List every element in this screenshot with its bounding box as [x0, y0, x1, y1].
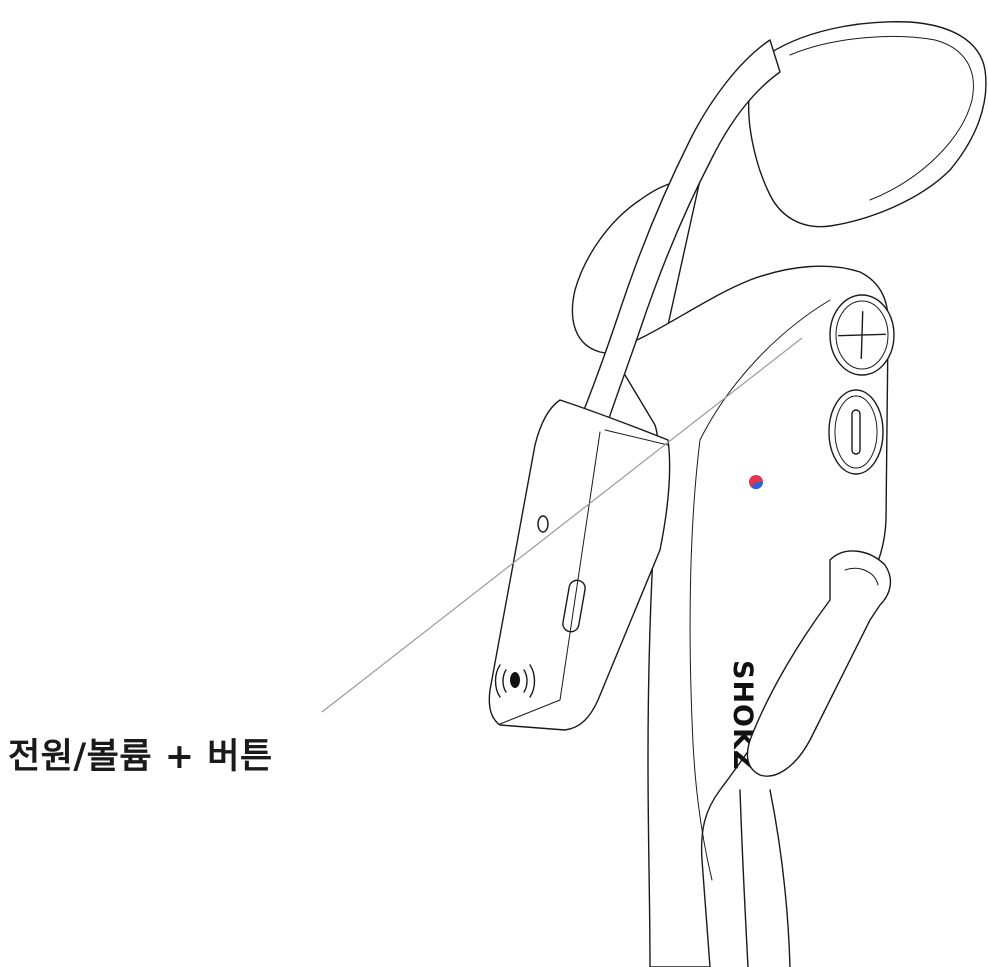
minus-icon: [851, 409, 861, 455]
transducer-pad: [748, 21, 987, 228]
control-pod-contour: [689, 299, 831, 881]
battery-arm: [488, 399, 671, 731]
transducer-pad-inner: [789, 36, 974, 201]
cable-lower: [739, 789, 791, 967]
plus-icon: [837, 310, 887, 360]
callout-leader-line: [321, 337, 803, 713]
battery-arm-edge: [499, 429, 669, 725]
control-pod-body: [609, 265, 889, 967]
sound-waves-icon: [494, 664, 536, 698]
led-indicator-icon: [749, 475, 764, 490]
cable-hook-inner: [844, 567, 879, 586]
charging-port-icon: [562, 579, 586, 633]
cable-hook: [746, 550, 892, 777]
microphone-hole-icon: [537, 515, 549, 533]
volume-down-button[interactable]: [828, 389, 884, 475]
callout-label: 전원/볼륨 + 버튼: [8, 737, 273, 777]
volume-up-button[interactable]: [829, 294, 895, 376]
multifunction-button[interactable]: [494, 664, 536, 698]
